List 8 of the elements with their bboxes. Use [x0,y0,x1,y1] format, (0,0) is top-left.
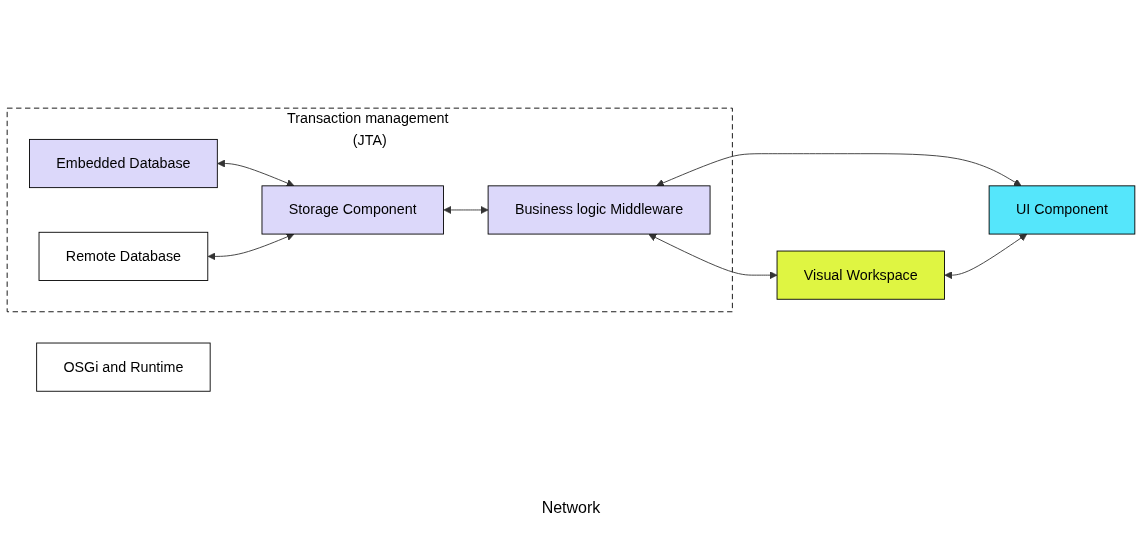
node-box: Visual Workspace [776,250,945,300]
node-box: UI Component [988,185,1136,235]
node-box: Business logic Middleware [487,185,711,235]
node-box: Embedded Database [29,138,218,188]
node-box: Storage Component [261,185,444,235]
node-box: OSGi and Runtime [36,342,211,392]
network-label: Network [541,499,601,518]
node-box: Remote Database [38,231,209,281]
